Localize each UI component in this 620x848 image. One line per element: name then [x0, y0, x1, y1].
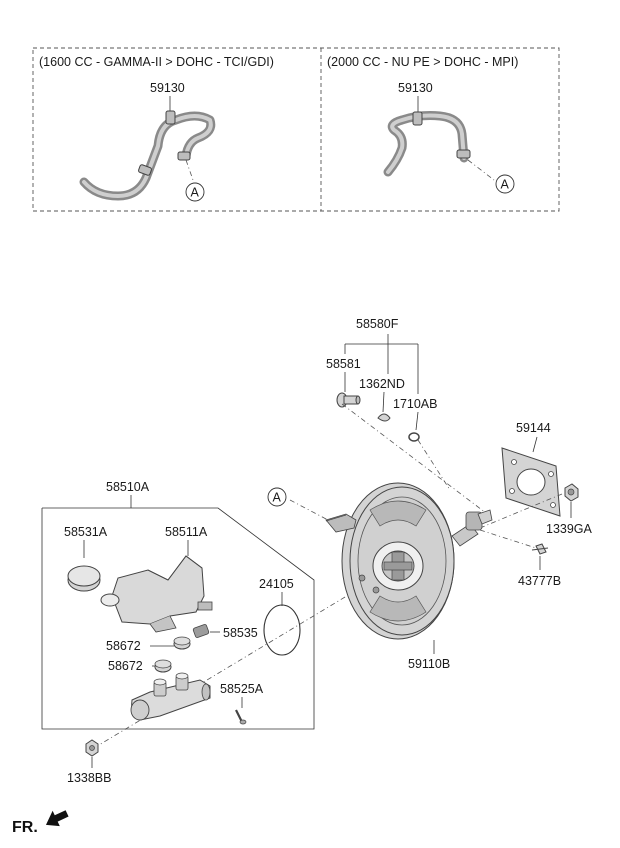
- gasket-group: 59144 1339GA 43777B: [501, 421, 593, 588]
- variant-box-outline: [32, 47, 560, 212]
- clip-43777B-label: 43777B: [518, 574, 561, 588]
- variant-panels: (1600 CC - GAMMA-II > DOHC - TCI/GDI) (2…: [32, 47, 560, 212]
- brake-booster: [325, 482, 493, 640]
- variant-1-ref-label: A: [191, 186, 200, 200]
- master-cyl-58510A-label: 58510A: [106, 480, 150, 494]
- plug-58535: [192, 624, 210, 638]
- gasket-59144-label: 59144: [516, 421, 551, 435]
- variant-2-ref-label: A: [501, 178, 510, 192]
- grommet-58672-a: [173, 636, 191, 650]
- nut-1339GA: [564, 483, 579, 502]
- front-indicator: FR.: [12, 810, 69, 836]
- mounting-kit-group: 58580F 58581 1362ND 1710AB: [326, 317, 437, 442]
- front-label: FR.: [12, 819, 38, 836]
- grommet-58672-b-label: 58672: [108, 659, 143, 673]
- assembly-line-right: [479, 493, 563, 529]
- assembly-line-ref: [289, 499, 329, 521]
- nut-1338BB: [85, 739, 99, 757]
- bolt-58581: [336, 392, 361, 408]
- grommet-58672-b: [154, 659, 172, 673]
- oring-1710AB-label: 1710AB: [393, 397, 437, 411]
- cap-58531A-label: 58531A: [64, 525, 108, 539]
- master-cylinder-group: 58510A 58531A 58511A 24105 58672 58672: [41, 480, 315, 730]
- variant-2-part-label: 59130: [398, 81, 433, 95]
- variant-2-ref-circle: [495, 174, 515, 194]
- assembly-line-top: [341, 403, 491, 517]
- oring-24105-label: 24105: [259, 577, 294, 591]
- oring-24105: [263, 604, 301, 656]
- assembly-line-main: [93, 587, 361, 749]
- booster-ref-label: A: [273, 491, 282, 505]
- booster-ref-circle: [267, 487, 287, 507]
- oring-1710AB: [408, 432, 420, 442]
- bolt-58581-label: 58581: [326, 357, 361, 371]
- pin-1362ND-label: 1362ND: [359, 377, 405, 391]
- bolt-58525A: [235, 709, 247, 725]
- variant-1-hose: 59130 A: [79, 81, 216, 202]
- plug-58535-label: 58535: [223, 626, 258, 640]
- variant-1-part-label: 59130: [150, 81, 185, 95]
- variant-2-header: (2000 CC - NU PE > DOHC - MPI): [327, 55, 518, 69]
- nut-1339GA-label: 1339GA: [546, 522, 593, 536]
- master-cyl-box: [41, 507, 315, 730]
- kit-label: 58580F: [356, 317, 399, 331]
- grommet-58672-a-label: 58672: [106, 639, 141, 653]
- reservoir-58511A-label: 58511A: [165, 525, 208, 539]
- master-cylinder-body: [130, 672, 211, 721]
- variant-1-header: (1600 CC - GAMMA-II > DOHC - TCI/GDI): [39, 55, 274, 69]
- variant-2-hose: 59130 A: [383, 81, 515, 194]
- bolt-58525A-label: 58525A: [220, 682, 264, 696]
- clip-43777B: [531, 543, 549, 555]
- cap-58531A: [67, 565, 101, 592]
- nut-1338BB-label: 1338BB: [67, 771, 111, 785]
- reservoir-58511A: [100, 555, 213, 633]
- booster-59110B-label: 59110B: [408, 657, 450, 671]
- variant-1-ref-circle: [185, 182, 205, 202]
- pin-1362ND: [377, 413, 391, 422]
- front-arrow-icon: [45, 810, 69, 827]
